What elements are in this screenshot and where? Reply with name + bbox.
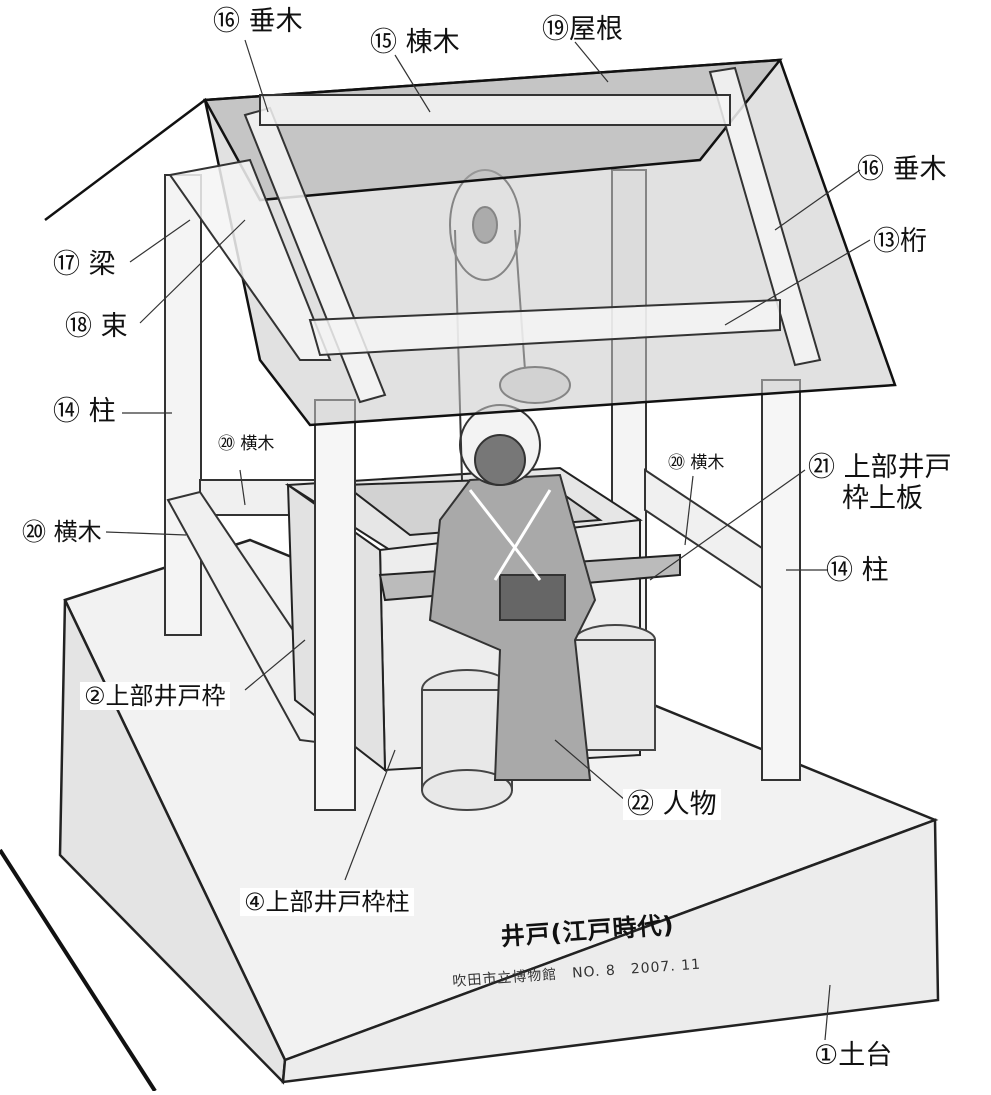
label-pillar-left: ⑭ 柱 [53, 396, 116, 427]
edge-line [0, 848, 157, 1093]
label-well-frame-top-board: ㉑ 上部井戸 枠上板 [808, 452, 952, 514]
roof-framing [168, 66, 822, 404]
label-strut: ⑱ 束 [65, 311, 128, 342]
label-rafter-left: ⑯ 垂木 [213, 6, 303, 37]
label-well-frame-top-board-line1: ㉑ 上部井戸 [808, 452, 952, 483]
leader-lines [105, 39, 871, 1041]
buckets [421, 624, 656, 811]
label-upper-well-frame-post: ④上部井戸枠柱 [240, 888, 414, 916]
label-foundation: ①土台 [810, 1040, 897, 1071]
label-crossbar-left: ⑳ 横木 [22, 518, 102, 546]
label-upper-well-frame: ②上部井戸枠 [80, 682, 230, 710]
label-ridge-beam: ⑮ 棟木 [370, 27, 460, 58]
label-well-frame-top-board-line2: 枠上板 [842, 483, 923, 515]
label-person: ㉒ 人物 [623, 789, 721, 820]
label-roof: ⑲屋根 [542, 14, 623, 45]
label-crossbar-right: ⑳ 横木 [668, 453, 725, 473]
label-pillar-right: ⑭ 柱 [826, 555, 889, 586]
label-rafter-right: ⑯ 垂木 [857, 154, 947, 185]
front-posts [314, 379, 801, 811]
label-girder: ⑬桁 [873, 226, 927, 257]
person-figure [428, 404, 597, 781]
label-crossbar-back: ⑳ 横木 [218, 434, 275, 454]
label-beam: ⑰ 梁 [53, 249, 116, 280]
